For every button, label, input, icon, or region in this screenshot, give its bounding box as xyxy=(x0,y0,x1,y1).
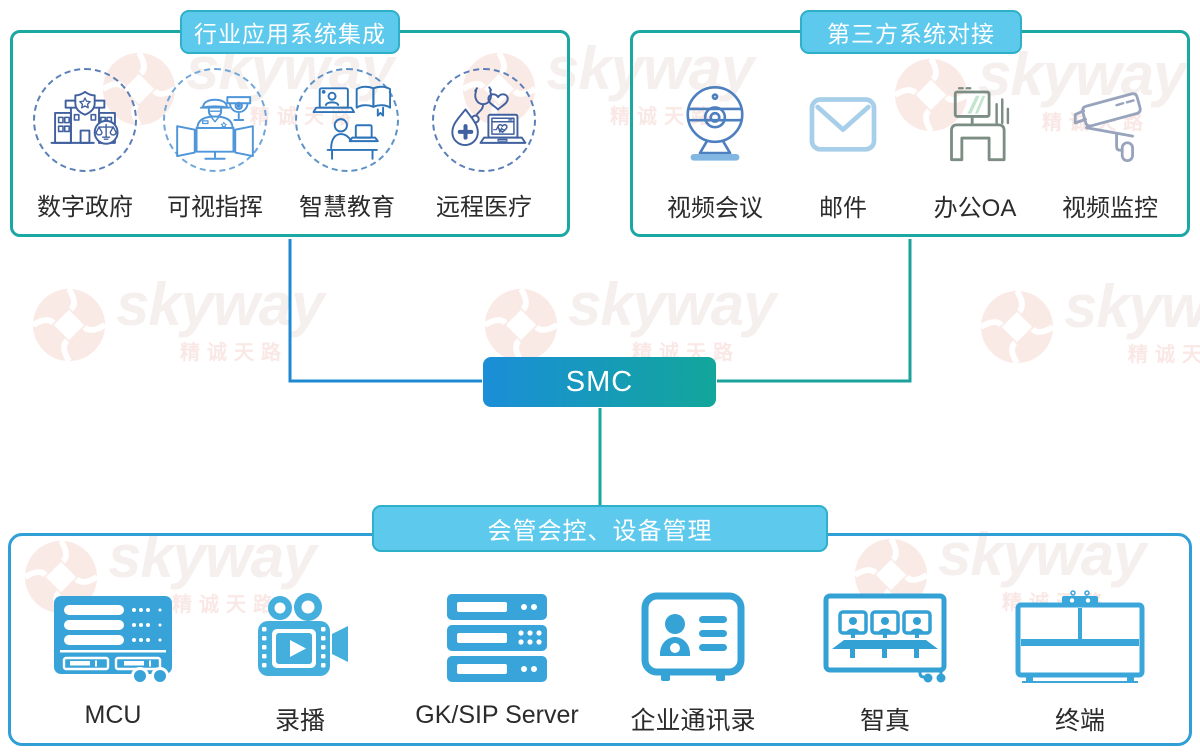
terminal-icon xyxy=(1015,590,1145,683)
enterprise-directory-icon xyxy=(641,592,745,681)
smart-education-icon xyxy=(312,85,391,160)
third-party-title-text: 第三方系统对接 xyxy=(827,21,995,47)
mcu-icon xyxy=(54,596,172,685)
item-label: 办公OA xyxy=(933,195,1017,222)
item-label: 企业通讯录 xyxy=(630,707,756,735)
diagram-item-digital-government: 数字政府 xyxy=(20,68,150,222)
telepresence-icon xyxy=(823,593,947,683)
video-conference-icon xyxy=(686,85,744,161)
third-party-panel: 视频会议 邮件 xyxy=(630,30,1190,237)
recording-icon xyxy=(258,593,348,676)
management-panel: MCU 录播 xyxy=(8,533,1192,746)
smc-label: SMC xyxy=(565,365,634,398)
digital-government-icon xyxy=(50,90,119,145)
diagram-item-video-conference: 视频会议 xyxy=(650,73,780,223)
video-surveillance-icon xyxy=(1073,92,1142,163)
item-label: 视频监控 xyxy=(1062,195,1158,222)
item-label: 可视指挥 xyxy=(167,194,263,221)
diagram-item-enterprise-directory: 企业通讯录 xyxy=(598,588,788,737)
email-icon xyxy=(809,97,877,152)
industry-title-text: 行业应用系统集成 xyxy=(194,21,386,47)
diagram-item-telepresence: 智真 xyxy=(790,588,980,737)
diagram-item-email: 邮件 xyxy=(778,73,908,223)
management-panel-title: 会管会控、设备管理 xyxy=(372,505,828,552)
item-label: 邮件 xyxy=(819,195,867,222)
item-label: 智慧教育 xyxy=(299,194,395,221)
diagram-item-smart-education: 智慧教育 xyxy=(282,68,412,222)
third-party-panel-title: 第三方系统对接 xyxy=(800,10,1022,54)
office-oa-icon xyxy=(950,87,1010,162)
visual-command-icon xyxy=(176,96,254,160)
diagram-item-terminal: 终端 xyxy=(985,588,1175,737)
item-label: 智真 xyxy=(859,707,910,735)
diagram-item-recording: 录播 xyxy=(205,588,395,737)
management-title-text: 会管会控、设备管理 xyxy=(487,518,713,545)
item-label: 视频会议 xyxy=(667,195,763,222)
item-label: GK/SIP Server xyxy=(415,701,579,729)
diagram-item-office-oa: 办公OA xyxy=(910,73,1040,223)
item-label: 远程医疗 xyxy=(436,194,532,221)
diagram-item-video-surveillance: 视频监控 xyxy=(1045,73,1175,223)
industry-panel: 数字政府 xyxy=(10,30,570,237)
smc-node: SMC xyxy=(483,357,716,407)
remote-medical-icon xyxy=(451,86,527,147)
diagram-item-gk-sip-server: GK/SIP Server xyxy=(402,588,592,730)
diagram-item-remote-medical: 远程医疗 xyxy=(419,68,549,222)
diagram-item-mcu: MCU xyxy=(18,588,208,730)
item-label: 数字政府 xyxy=(37,194,133,221)
diagram-item-visual-command: 可视指挥 xyxy=(150,68,280,222)
item-label: 终端 xyxy=(1054,707,1105,735)
industry-panel-title: 行业应用系统集成 xyxy=(180,10,400,54)
gk-sip-server-icon xyxy=(447,594,547,682)
item-label: MCU xyxy=(84,701,142,729)
item-label: 录播 xyxy=(274,707,325,735)
